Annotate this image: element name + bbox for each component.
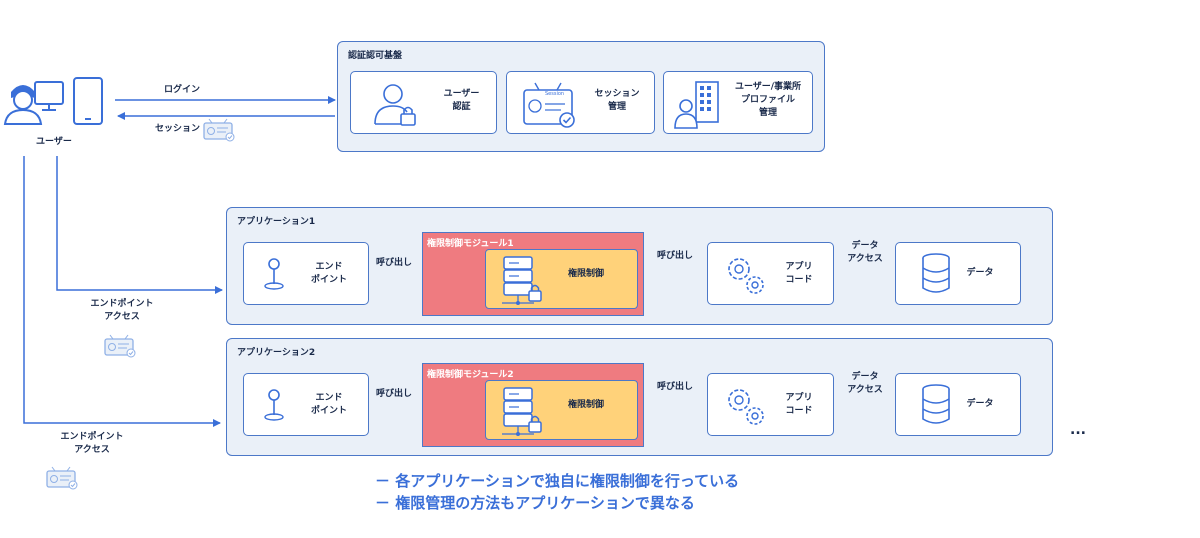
- auth-control-box-2: 権限制御: [485, 380, 638, 440]
- building-user-icon: [674, 81, 719, 129]
- auth-control-module-1: 権限制御モジュール1 権限制御: [422, 232, 644, 316]
- app-code-label-2: アプリ コード: [785, 393, 813, 416]
- profile-mgmt-label: ユーザー/事業所 プロファイル 管理: [734, 82, 802, 118]
- endpoint-access-arrow-2: [23, 156, 221, 427]
- endpoint-pin-icon-2: [264, 389, 284, 421]
- session-icon-text: Session: [545, 91, 565, 97]
- server-lock-icon-2: [502, 387, 542, 436]
- user-lock-icon: [374, 84, 416, 126]
- call-label-2: 呼び出し: [376, 389, 413, 399]
- credential-card-icon-2: [46, 466, 78, 490]
- auth-control-label-2: 権限制御: [567, 400, 604, 410]
- call-label-2b: 呼び出し: [657, 382, 694, 392]
- application-panel-1: アプリケーション1 エンド ポイント 呼び出し 権限制御モジュール1: [226, 207, 1053, 325]
- app-code-label-1: アプリ コード: [785, 262, 813, 285]
- user-auth-label: ユーザー 認証: [443, 89, 480, 112]
- credential-card-icon-1: [104, 334, 136, 358]
- data-box-2: データ: [895, 373, 1021, 436]
- auth-platform-title: 認証認可基盤: [348, 51, 403, 61]
- data-access-label-1: データ アクセス: [847, 241, 883, 264]
- application-title-2: アプリケーション2: [237, 348, 316, 358]
- auth-control-label-1: 権限制御: [567, 269, 604, 279]
- endpoint-access-label-1: エンドポイント アクセス: [90, 299, 154, 322]
- endpoint-access-arrow-1: [56, 156, 223, 294]
- data-label-2: データ: [966, 399, 994, 409]
- server-lock-icon-1: [502, 256, 542, 305]
- endpoint-label-2: エンド ポイント: [310, 393, 347, 416]
- auth-platform-panel: 認証認可基盤 ユーザー 認証 Session セッション 管理: [337, 41, 825, 152]
- session-label: セッション: [155, 124, 201, 134]
- gear-icon-1: [728, 258, 764, 294]
- endpoint-access-label-2: エンドポイント アクセス: [60, 432, 124, 455]
- module-title-1: 権限制御モジュール1: [427, 239, 514, 249]
- database-icon-2: [922, 384, 950, 424]
- session-mgmt-label: セッション 管理: [594, 89, 640, 112]
- call-label-1b: 呼び出し: [657, 251, 694, 261]
- session-mgmt-box: Session セッション 管理: [506, 71, 655, 134]
- module-title-2: 権限制御モジュール2: [427, 370, 514, 380]
- call-label-1: 呼び出し: [376, 258, 413, 268]
- login-label: ログイン: [164, 85, 201, 95]
- data-label-1: データ: [966, 268, 994, 278]
- notes: － 各アプリケーションで独自に権限制御を行っている － 権限管理の方法もアプリケ…: [375, 470, 739, 514]
- endpoint-pin-icon-1: [264, 258, 284, 290]
- data-box-1: データ: [895, 242, 1021, 305]
- auth-control-box-1: 権限制御: [485, 249, 638, 309]
- profile-mgmt-box: ユーザー/事業所 プロファイル 管理: [663, 71, 813, 134]
- endpoint-box-1: エンド ポイント: [243, 242, 369, 305]
- database-icon-1: [922, 253, 950, 293]
- ellipsis: ...: [1070, 422, 1086, 438]
- session-card-icon: [203, 118, 235, 142]
- user-label: ユーザー: [36, 137, 72, 147]
- user-auth-box: ユーザー 認証: [350, 71, 497, 134]
- application-title-1: アプリケーション1: [237, 217, 316, 227]
- note-item-1: － 各アプリケーションで独自に権限制御を行っている: [375, 472, 740, 490]
- gear-icon-2: [728, 389, 764, 425]
- endpoint-box-2: エンド ポイント: [243, 373, 369, 436]
- data-access-label-2: データ アクセス: [847, 372, 883, 395]
- app-code-box-1: アプリ コード: [707, 242, 834, 305]
- app-code-box-2: アプリ コード: [707, 373, 834, 436]
- user-computer-icon: [3, 77, 103, 125]
- auth-control-module-2: 権限制御モジュール2 権限制御: [422, 363, 644, 447]
- application-panel-2: アプリケーション2 エンド ポイント 呼び出し 権限制御モジュール2: [226, 338, 1053, 456]
- endpoint-label-1: エンド ポイント: [310, 262, 347, 285]
- session-card-large-icon: [523, 82, 575, 128]
- note-item-2: － 権限管理の方法もアプリケーションで異なる: [375, 494, 695, 512]
